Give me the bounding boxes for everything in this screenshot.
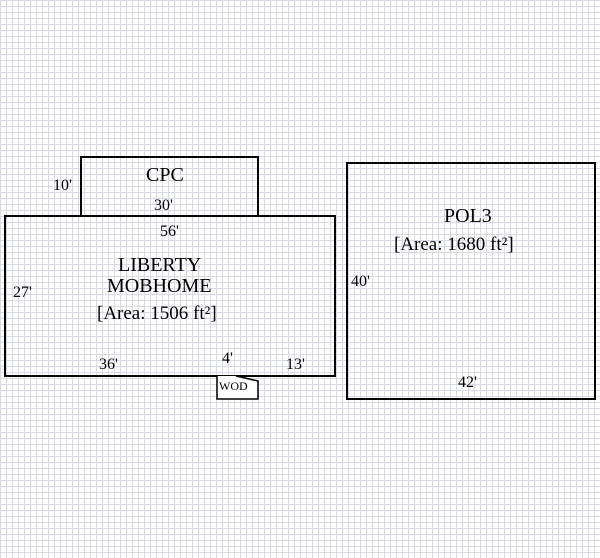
liberty-top-dimension: 56' [160, 223, 179, 240]
cpc-bottom-dimension: 30' [154, 197, 173, 214]
liberty-notch-dimension: 4' [222, 350, 233, 367]
pol3-bottom-dimension: 42' [458, 374, 477, 391]
pol3-area-label: [Area: 1680 ft²] [394, 234, 514, 255]
wod-outline[interactable] [216, 375, 259, 400]
liberty-label-line1: LIBERTY [118, 254, 202, 276]
liberty-bottom-left-dimension: 36' [99, 356, 118, 373]
liberty-mobhome-outline[interactable] [4, 215, 336, 377]
pol3-outline[interactable] [346, 162, 596, 400]
liberty-bottom-right-dimension: 13' [286, 356, 305, 373]
pol3-left-dimension: 40' [351, 273, 370, 290]
pol3-label: POL3 [444, 205, 492, 227]
liberty-label-line2: MOBHOME [107, 275, 212, 297]
liberty-left-dimension: 27' [13, 284, 32, 301]
cpc-label: CPC [146, 164, 184, 186]
liberty-area-label: [Area: 1506 ft²] [97, 303, 217, 324]
wod-label: WOD [219, 379, 248, 393]
cpc-side-dimension: 10' [53, 177, 72, 194]
